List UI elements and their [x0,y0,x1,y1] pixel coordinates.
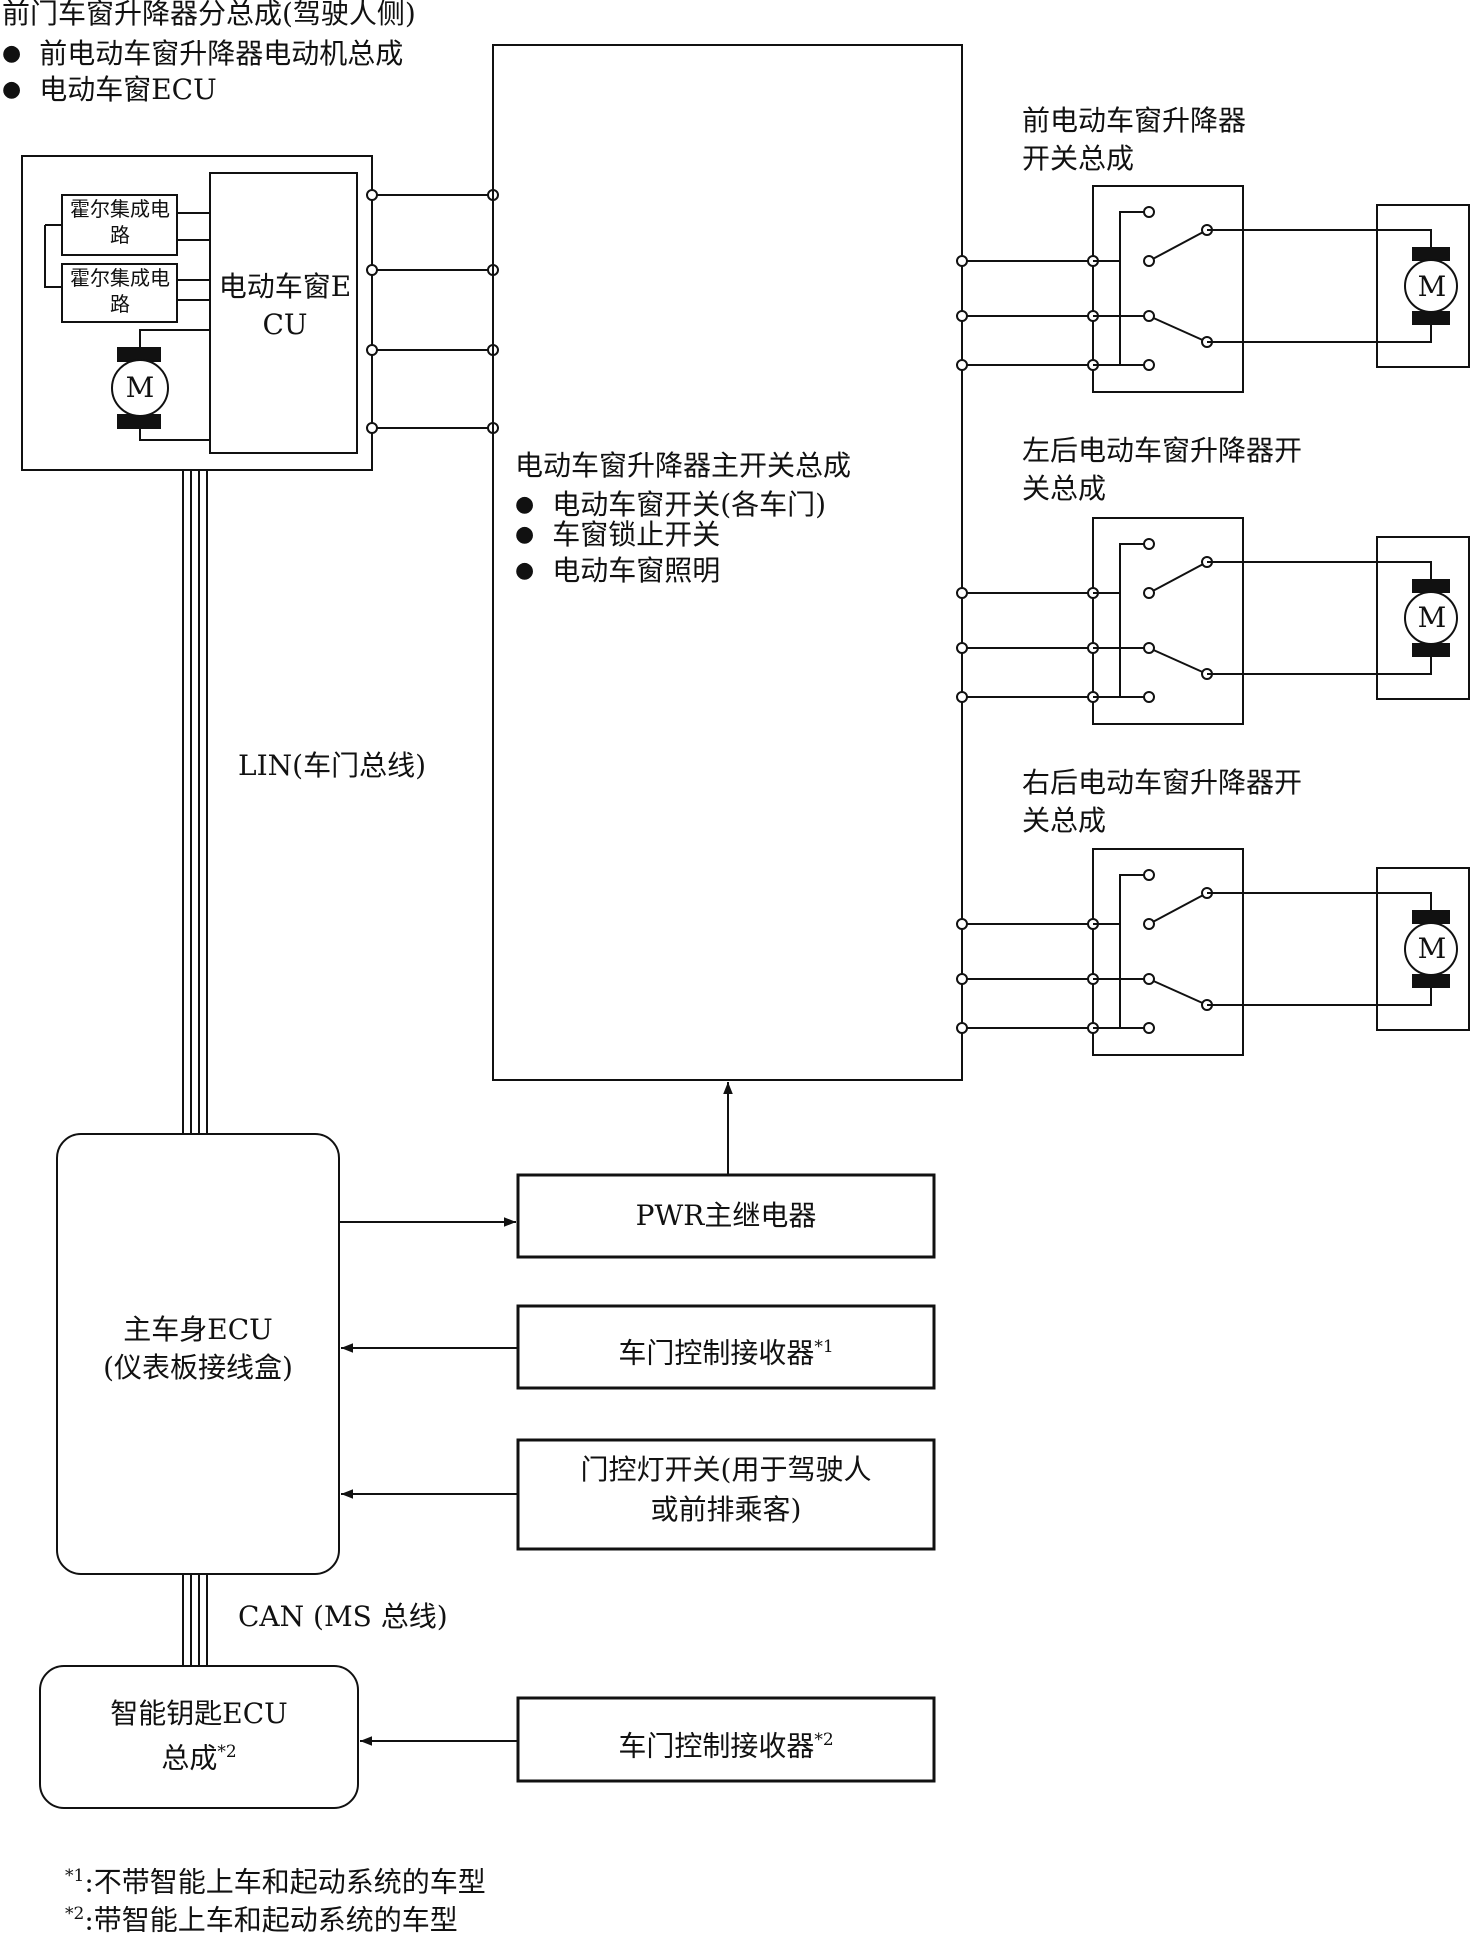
smart-key-ecu-line1: 智能钥匙ECU [110,1697,288,1730]
master-switch-item-2: 车窗锁止开关 [515,517,720,556]
rear-right-switch-assembly [956,848,1470,1056]
driver-motor-symbol [111,347,169,429]
lin-bus-label: LIN(车门总线) [238,749,427,782]
footnote-1: *1:不带智能上车和起动系统的车型 [65,1865,486,1899]
smart-key-ecu-box [39,1665,359,1809]
door-receiver-2-label: 车门控制接收器*2 [618,1729,834,1763]
pwr-relay-box [516,1173,936,1259]
rear-right-switch-label: 右后电动车窗升降器开关总成 [1022,766,1303,837]
pwr-relay-label: PWR主继电器 [635,1199,817,1232]
rear-right-motor-label: M [1417,932,1447,965]
driver-assembly-item-motor: 前电动车窗升降器电动机总成 [2,36,403,75]
door-receiver-1-label: 车门控制接收器*1 [618,1336,834,1370]
driver-to-master-wires [366,189,499,434]
front-switch-assembly [956,185,1470,393]
lin-bus-lines [182,470,208,1134]
master-switch-box [492,44,963,1081]
hall-ic-2: 霍尔集成电路 [70,266,170,316]
driver-assembly-item-ecu: 电动车窗ECU [2,72,216,111]
door-lamp-switch-line1: 门控灯开关(用于驾驶人 [580,1453,872,1486]
can-bus-label: CAN (MS 总线) [238,1600,448,1633]
door-lamp-switch-line2: 或前排乘客) [650,1493,802,1526]
hall-ic-1: 霍尔集成电路 [70,197,170,247]
rear-left-switch-label: 左后电动车窗升降器开关总成 [1022,434,1303,505]
power-window-ecu: 电动车窗ECU [218,270,352,341]
smart-key-ecu-line2: 总成*2 [161,1741,237,1775]
main-body-ecu-line1: 主车身ECU [123,1313,273,1346]
door-receiver-2-box [516,1696,936,1783]
master-switch-item-1: 电动车窗开关(各车门) [515,487,826,526]
driver-motor-label: M [125,371,155,404]
master-switch-title: 电动车窗升降器主开关总成 [515,449,852,482]
signal-arrows [339,1082,733,1746]
main-body-ecu-line2: (仪表板接线盒) [103,1351,293,1384]
footnote-2: *2:带智能上车和起动系统的车型 [65,1903,458,1937]
front-motor-label: M [1417,270,1447,303]
rear-left-motor-label: M [1417,601,1447,634]
can-bus-lines [182,1574,208,1666]
rear-left-switch-assembly [956,517,1470,725]
front-switch-label: 前电动车窗升降器开关总成 [1022,104,1247,175]
master-switch-item-3: 电动车窗照明 [515,553,720,592]
driver-assembly-title: 前门车窗升降器分总成(驾驶人侧) [2,0,416,30]
